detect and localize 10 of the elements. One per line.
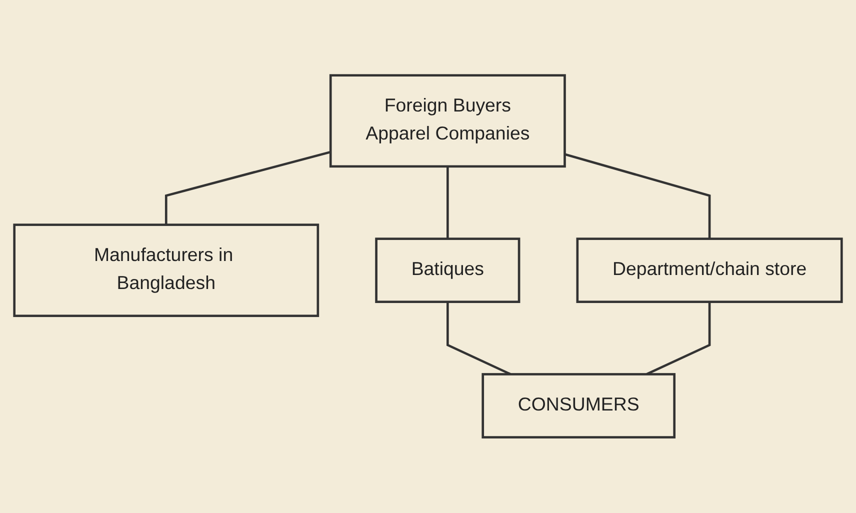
connector: [164, 151, 331, 225]
connector: [646, 302, 711, 376]
node-box: Department/chain store: [576, 238, 843, 304]
node-box: Manufacturers in Bangladesh: [13, 224, 320, 318]
node-box: CONSUMERS: [482, 373, 676, 439]
connector: [446, 302, 512, 376]
connector: [446, 166, 449, 239]
node-box: Batiques: [375, 238, 520, 304]
node-box: Foreign Buyers Apparel Companies: [329, 74, 566, 168]
connector: [564, 153, 711, 239]
